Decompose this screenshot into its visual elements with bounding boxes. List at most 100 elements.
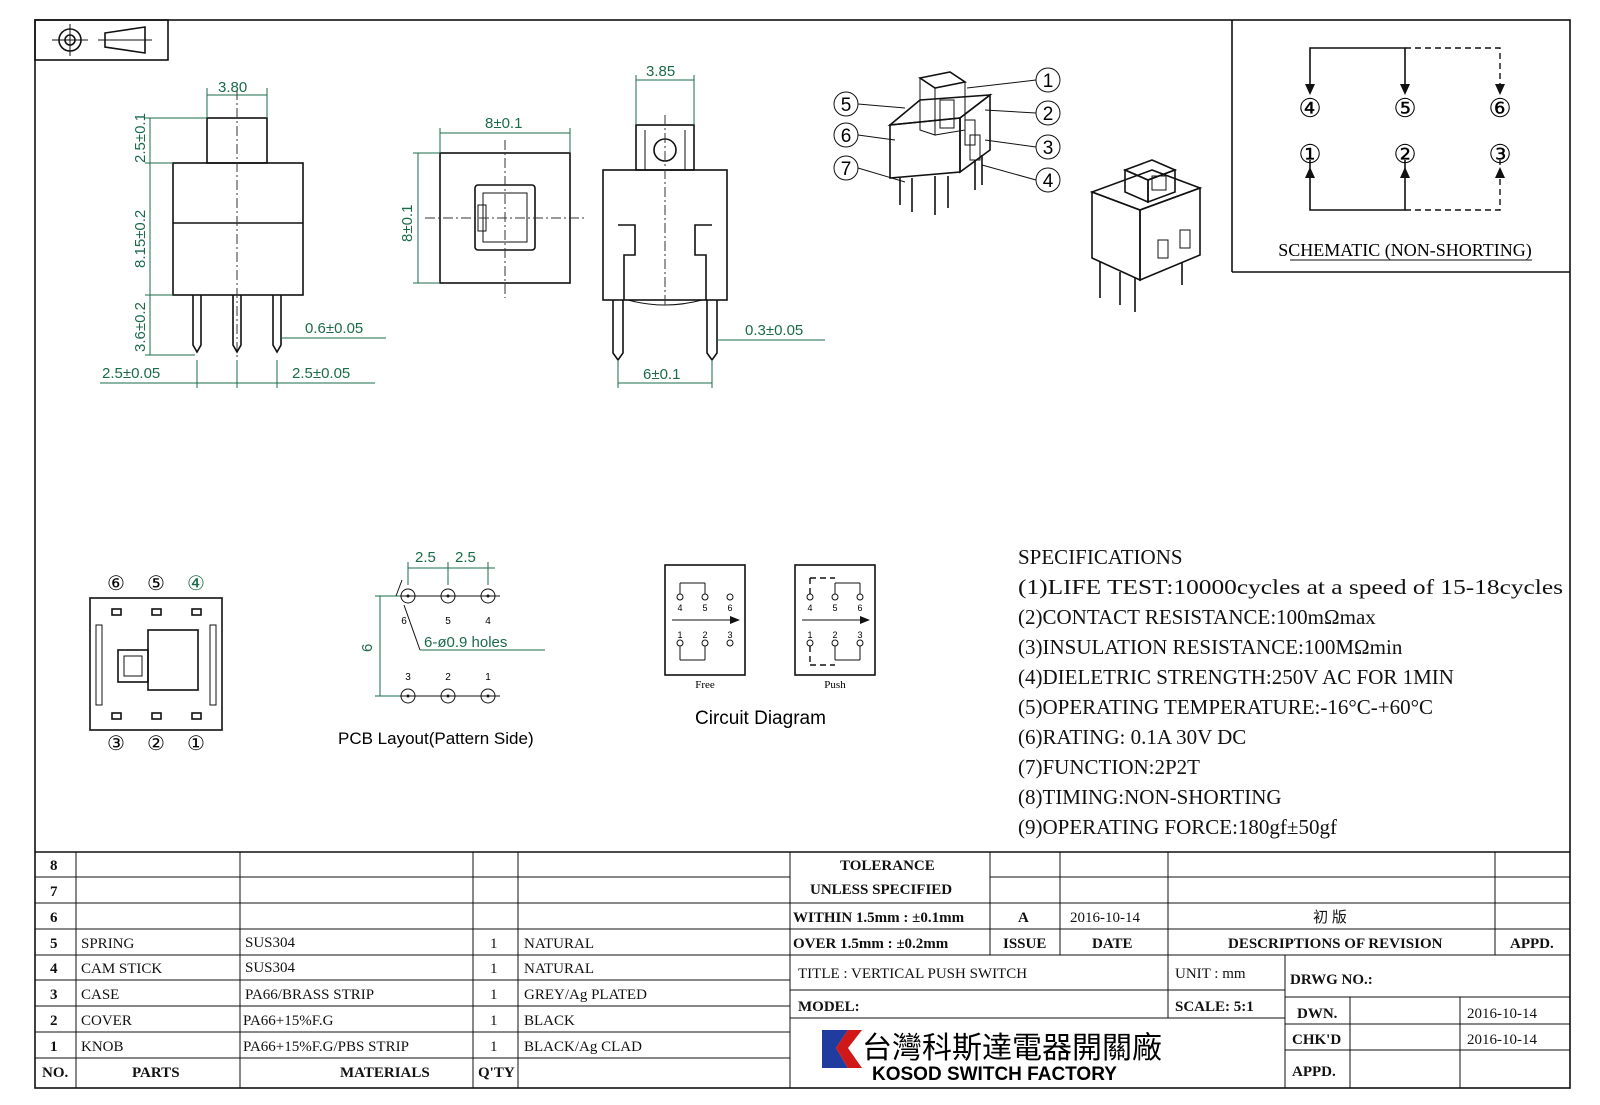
- pcb-hole-4: 4: [485, 616, 491, 627]
- bottom-pin-4: ④: [187, 573, 205, 595]
- free-pin-5: 5: [702, 603, 707, 613]
- schematic-panel: ④ ⑤ ⑥ ① ② ③ SCHEMATIC (NON-SHORTING): [1231, 20, 1570, 273]
- pcb-caption: PCB Layout(Pattern Side): [338, 729, 534, 748]
- company-name-cn: 台灣科斯達電器開關廠: [862, 1032, 1162, 1065]
- dim-pitch-left: 2.5±0.05: [102, 365, 160, 382]
- callout-5: 5: [833, 91, 859, 117]
- schematic-pin-1: ①: [1298, 139, 1321, 169]
- svg-text:1: 1: [50, 1039, 58, 1055]
- svg-text:PA66+15%F.G: PA66+15%F.G: [243, 1013, 334, 1029]
- callout-4: 4: [1035, 167, 1061, 193]
- bom-row-3: 3 CASE PA66/BRASS STRIP 1 GREY/Ag PLATED: [50, 987, 647, 1003]
- chkd-label: CHK'D: [1292, 1032, 1341, 1048]
- bom-row-8: 8: [50, 858, 58, 874]
- spec-item-2: (2)CONTACT RESISTANCE:100mΩmax: [1018, 605, 1376, 629]
- push-pin-1: 1: [807, 630, 812, 640]
- dim-top-width: 8±0.1: [485, 115, 522, 132]
- bom-row-7: 7: [50, 884, 58, 900]
- svg-text:COVER: COVER: [81, 1013, 132, 1029]
- spec-item-4: (4)DIELETRIC STRENGTH:250V AC FOR 1MIN: [1018, 665, 1454, 689]
- company-name-en: KOSOD SWITCH FACTORY: [872, 1064, 1117, 1085]
- pcb-holes-note: 6-ø0.9 holes: [424, 634, 507, 651]
- appd-header: APPD.: [1510, 936, 1554, 952]
- svg-text:3: 3: [50, 987, 58, 1003]
- pcb-hole-6: 6: [401, 616, 407, 627]
- spec-title: SPECIFICATIONS: [1018, 545, 1183, 569]
- callout-7: 7: [833, 155, 859, 181]
- svg-text:BLACK: BLACK: [524, 1013, 575, 1029]
- assembled-view: [1089, 159, 1203, 312]
- free-pin-2: 2: [702, 630, 707, 640]
- callout-1: 1: [1035, 67, 1061, 93]
- bottom-pin-1: ①: [187, 733, 205, 755]
- issue-header: ISSUE: [1003, 936, 1046, 952]
- bottom-view: ⑥ ⑤ ④ ③ ② ①: [89, 573, 223, 755]
- dim-front-pin-span: 6±0.1: [643, 366, 680, 383]
- svg-text:7: 7: [841, 159, 852, 180]
- svg-text:GREY/Ag PLATED: GREY/Ag PLATED: [524, 987, 647, 1003]
- drawing-title: TITLE : VERTICAL PUSH SWITCH: [798, 966, 1027, 982]
- circuit-caption: Circuit Diagram: [695, 708, 826, 729]
- svg-text:1: 1: [490, 1013, 498, 1029]
- spec-item-3: (3)INSULATION RESISTANCE:100MΩmin: [1018, 635, 1403, 659]
- svg-text:PA66/BRASS STRIP: PA66/BRASS STRIP: [245, 987, 374, 1003]
- pcb-row-span: 6: [359, 644, 376, 652]
- free-pin-3: 3: [727, 630, 732, 640]
- svg-text:1: 1: [490, 961, 498, 977]
- bom-table: 8 7 6 5 SPRING SUS304 1 NATURAL 4 CAM ST…: [35, 851, 1570, 1088]
- push-pin-5: 5: [832, 603, 837, 613]
- schematic-pin-4: ④: [1298, 93, 1321, 123]
- svg-text:SPRING: SPRING: [81, 936, 135, 952]
- svg-text:1: 1: [490, 1039, 498, 1055]
- svg-text:Q'TY: Q'TY: [478, 1065, 515, 1081]
- date-value: 2016-10-14: [1070, 910, 1140, 926]
- sheet-border: [34, 19, 1571, 1089]
- bottom-pin-6: ⑥: [107, 573, 125, 595]
- tolerance-unless: UNLESS SPECIFIED: [810, 882, 952, 898]
- spec-item-9: (9)OPERATING FORCE:180gf±50gf: [1018, 815, 1337, 839]
- bom-header: NO. PARTS MATERIALS Q'TY: [42, 1065, 515, 1081]
- dim-pin-height: 3.6±0.2: [132, 302, 149, 352]
- pcb-hole-3: 3: [405, 672, 411, 683]
- drawing-number-label: DRWG NO.:: [1290, 972, 1373, 988]
- free-pin-1: 1: [677, 630, 682, 640]
- appd-label: APPD.: [1292, 1064, 1336, 1080]
- svg-text:4: 4: [50, 961, 58, 977]
- revision-description: 初 版: [1313, 909, 1347, 926]
- exploded-view: 1 2 3 4 5 6 7: [833, 67, 1061, 215]
- tolerance-over: OVER 1.5mm : ±0.2mm: [793, 936, 949, 952]
- callout-3: 3: [1035, 134, 1061, 160]
- svg-text:5: 5: [841, 95, 852, 116]
- bom-row-5: 5 SPRING SUS304 1 NATURAL: [50, 935, 594, 952]
- svg-text:1: 1: [490, 987, 498, 1003]
- pcb-hole-1: 1: [485, 672, 491, 683]
- callout-2: 2: [1035, 100, 1061, 126]
- company-logo-icon: [822, 1030, 862, 1068]
- bottom-pin-2: ②: [147, 733, 165, 755]
- svg-text:6: 6: [50, 910, 58, 926]
- scale-label: SCALE: 5:1: [1175, 999, 1254, 1015]
- bom-row-2: 2 COVER PA66+15%F.G 1 BLACK: [50, 1013, 575, 1029]
- svg-text:5: 5: [50, 936, 58, 952]
- dim-knob-height: 2.5±0.1: [132, 113, 149, 163]
- specifications: SPECIFICATIONS (1)LIFE TEST:10000cycles …: [1018, 545, 1563, 839]
- schematic-title: SCHEMATIC (NON-SHORTING): [1278, 240, 1531, 261]
- svg-text:NO.: NO.: [42, 1065, 69, 1081]
- svg-text:CAM STICK: CAM STICK: [81, 961, 162, 977]
- svg-text:1: 1: [490, 936, 498, 952]
- svg-text:CASE: CASE: [81, 987, 119, 1003]
- bom-row-4: 4 CAM STICK SUS304 1 NATURAL: [50, 960, 594, 977]
- dim-front-pin-dia: 0.3±0.05: [745, 322, 803, 339]
- pcb-pitch-b: 2.5: [455, 549, 476, 566]
- schematic-pin-6: ⑥: [1488, 93, 1511, 123]
- push-pin-2: 2: [832, 630, 837, 640]
- svg-text:BLACK/Ag CLAD: BLACK/Ag CLAD: [524, 1039, 642, 1055]
- unit-label: UNIT : mm: [1175, 966, 1246, 982]
- free-pin-6: 6: [727, 603, 732, 613]
- pcb-hole-5: 5: [445, 616, 451, 627]
- svg-text:1: 1: [1043, 71, 1054, 92]
- dim-pin-dia: 0.6±0.05: [305, 320, 363, 337]
- chkd-date: 2016-10-14: [1467, 1032, 1537, 1048]
